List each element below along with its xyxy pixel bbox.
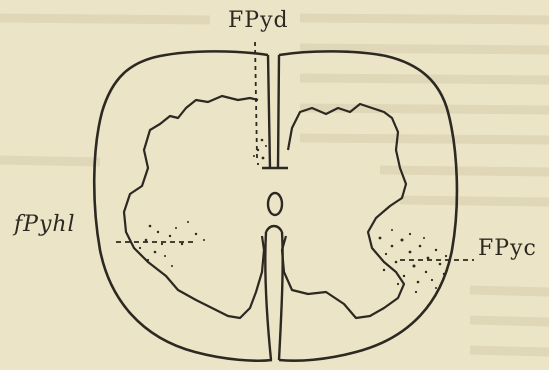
leader-line-fpyd [255, 42, 257, 158]
label-fpyc: FPyc [478, 236, 537, 261]
degeneration-dots-left-lateral [139, 221, 205, 267]
posterior-median-septum [262, 55, 288, 168]
label-fpyd: FPyd [228, 8, 289, 33]
cord-outline-right [279, 51, 457, 360]
grey-matter-left [124, 96, 264, 318]
central-canal [268, 193, 282, 215]
degeneration-dots-right-lateral [379, 229, 448, 293]
background-text-bleed [0, 18, 549, 352]
label-fpyhl: fPyhl [14, 212, 76, 237]
anterior-median-fissure [265, 226, 282, 360]
degeneration-dots-posterior [253, 139, 267, 165]
